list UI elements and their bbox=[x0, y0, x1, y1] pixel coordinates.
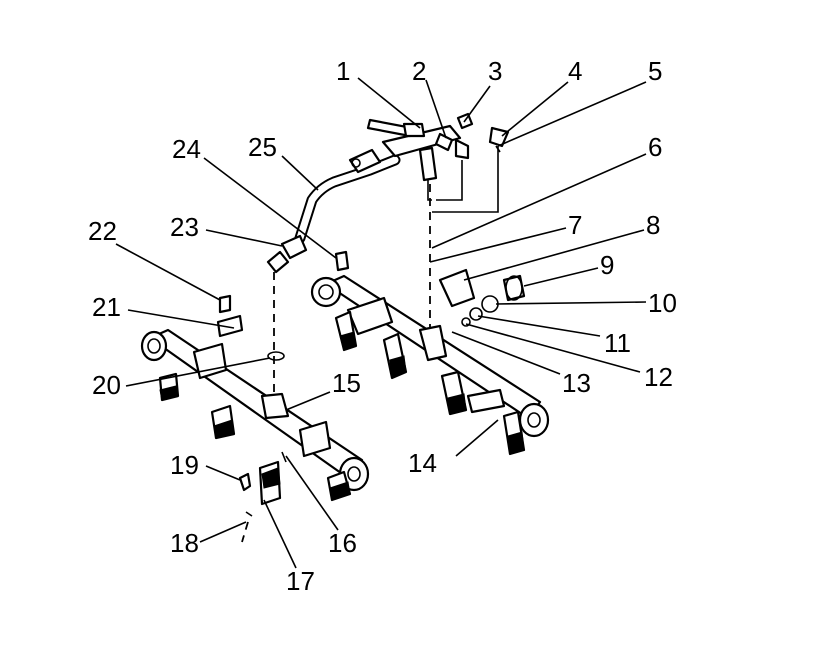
callout-9: 9 bbox=[600, 250, 614, 280]
injector-r1 bbox=[334, 310, 358, 352]
callout-labels: 1 2 3 4 5 6 7 8 9 10 11 12 13 14 15 16 1… bbox=[88, 56, 677, 596]
callout-23: 23 bbox=[170, 212, 199, 242]
injector-r3 bbox=[440, 370, 468, 416]
callout-2: 2 bbox=[412, 56, 426, 86]
callout-5: 5 bbox=[648, 56, 662, 86]
callout-22: 22 bbox=[88, 216, 117, 246]
injector-l1 bbox=[158, 372, 180, 402]
callout-6: 6 bbox=[648, 132, 662, 162]
callout-16: 16 bbox=[328, 528, 357, 558]
callout-12: 12 bbox=[644, 362, 673, 392]
crossover-fitting-left bbox=[266, 234, 350, 274]
callout-14: 14 bbox=[408, 448, 437, 478]
callout-10: 10 bbox=[648, 288, 677, 318]
right-fuel-rail bbox=[310, 274, 550, 456]
callout-4: 4 bbox=[568, 56, 582, 86]
callout-15: 15 bbox=[332, 368, 361, 398]
injector-r4 bbox=[502, 410, 526, 456]
callout-24: 24 bbox=[172, 134, 201, 164]
leader-lines bbox=[115, 77, 647, 569]
callout-25: 25 bbox=[248, 132, 277, 162]
callout-3: 3 bbox=[488, 56, 502, 86]
injector-l3 bbox=[326, 470, 352, 502]
callout-17: 17 bbox=[286, 566, 315, 596]
callout-7: 7 bbox=[568, 210, 582, 240]
callout-11: 11 bbox=[604, 328, 631, 358]
callout-13: 13 bbox=[562, 368, 591, 398]
left-fuel-rail bbox=[140, 328, 370, 502]
callout-8: 8 bbox=[646, 210, 660, 240]
assembly-line-screw bbox=[241, 521, 249, 543]
callout-21: 21 bbox=[92, 292, 121, 322]
bolt-and-bracket bbox=[216, 294, 285, 361]
loose-injector bbox=[238, 451, 287, 517]
injector-r2 bbox=[382, 332, 408, 380]
callout-19: 19 bbox=[170, 450, 199, 480]
pressure-regulator-parts bbox=[438, 268, 526, 327]
callout-18: 18 bbox=[170, 528, 199, 558]
fuel-line-assembly bbox=[294, 112, 510, 244]
callout-1: 1 bbox=[336, 56, 350, 86]
injector-l2 bbox=[210, 404, 236, 440]
callout-20: 20 bbox=[92, 370, 121, 400]
